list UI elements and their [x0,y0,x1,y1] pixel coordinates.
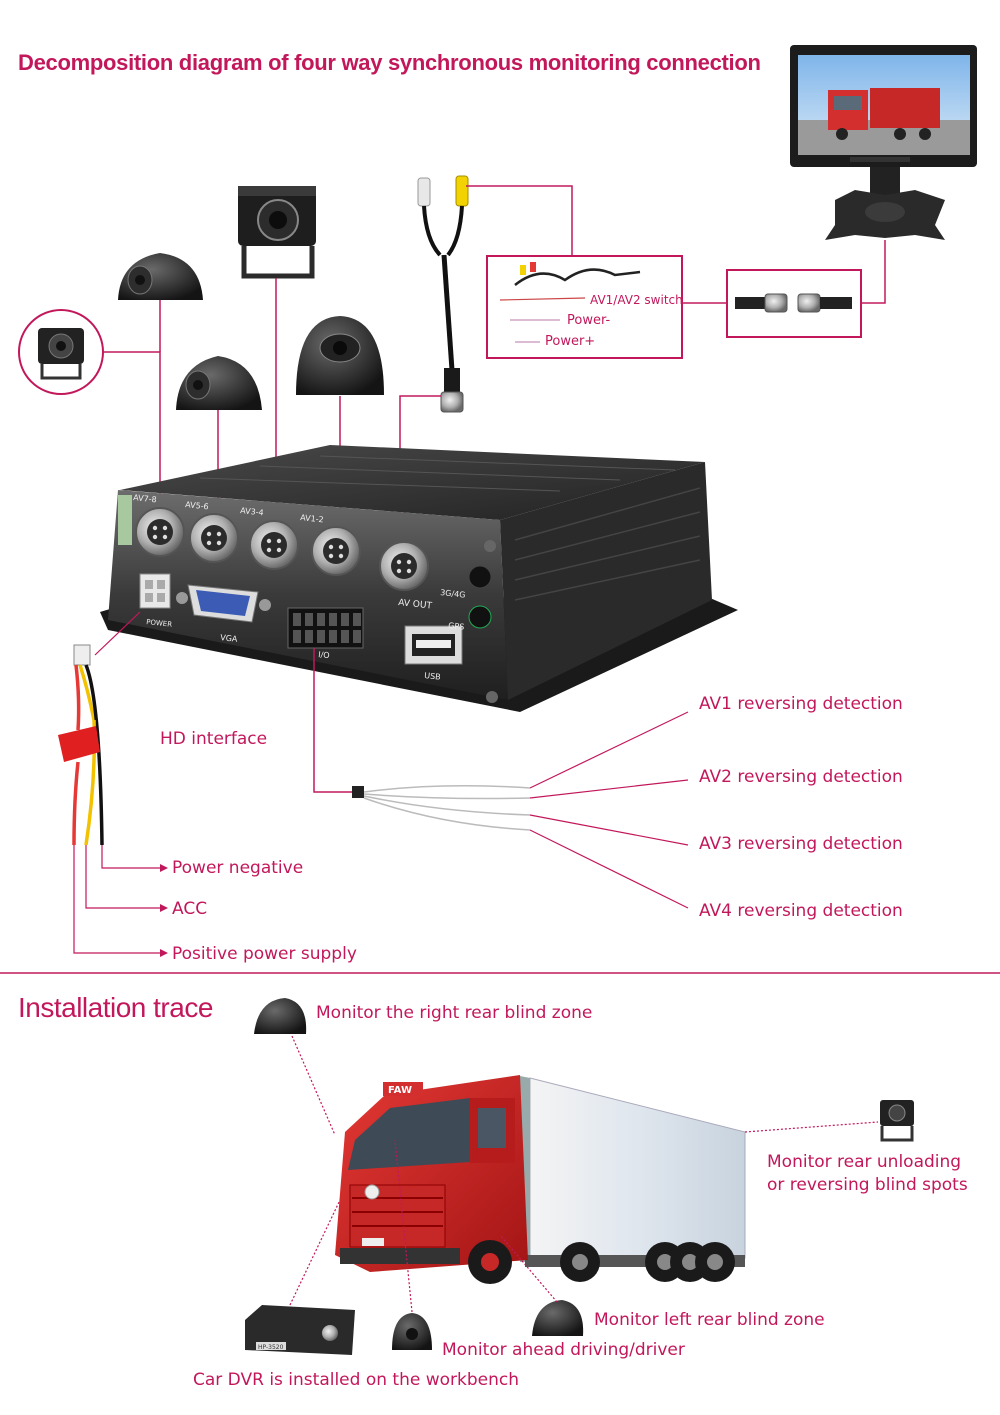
monitor-image [790,45,977,240]
port-label-usb: USB [424,671,441,682]
label-positive-power: Positive power supply [172,944,357,964]
driver-dome-camera-image [392,1313,432,1350]
mobile-dvr-image [100,445,738,712]
label-power-plus: Power+ [545,334,596,349]
label-car-dvr: Car DVR is installed on the workbench [193,1370,520,1390]
label-av4-reversing: AV4 reversing detection [699,901,903,921]
label-av3-reversing: AV3 reversing detection [699,834,903,854]
label-rear-unloading-1: Monitor rear unloading [767,1152,962,1172]
mini-dvr-model: HP-3520 [258,1344,284,1351]
label-right-rear-blind-zone: Monitor the right rear blind zone [316,1003,593,1023]
section-title-decomposition: Decomposition diagram of four way synchr… [18,50,761,75]
section-title-installation: Installation trace [18,992,213,1023]
mini-dvr-image [245,1305,355,1355]
rear-camera-large-image [238,186,316,279]
av-switch-cable-image [499,262,641,343]
truck-image [335,1075,746,1284]
port-label-io: I/O [318,650,330,660]
port-label-av56: AV5-6 [185,500,209,511]
side-camera-2-image [176,356,262,410]
label-power-negative: Power negative [172,858,304,878]
port-label-av34: AV3-4 [240,506,264,517]
port-label-gps: GPS [448,621,465,632]
label-power-minus: Power- [567,313,611,328]
label-av2-reversing: AV2 reversing detection [699,767,903,787]
rca-cable-image [417,175,469,413]
label-rear-unloading-2: or reversing blind spots [767,1175,968,1195]
port-label-avout: AV OUT [398,598,433,612]
left-rear-camera-image [532,1300,584,1336]
port-label-3g4g: 3G/4G [440,588,466,600]
rear-camera-small-image [38,328,84,380]
label-left-rear-blind-zone: Monitor left rear blind zone [594,1310,825,1330]
power-harness-image [58,644,104,846]
label-acc: ACC [172,899,208,919]
reversing-wires [363,785,531,831]
label-av1-reversing: AV1 reversing detection [699,694,903,714]
port-label-av12: AV1-2 [300,513,324,524]
rear-unloading-camera-image [880,1100,914,1142]
av-switch-cable-box [486,255,683,359]
right-rear-camera-image [254,998,307,1034]
truck-brand-label: FAW [388,1085,412,1096]
io-plug [352,786,364,798]
power-connector-image [735,293,852,313]
label-ahead-driving: Monitor ahead driving/driver [442,1340,685,1360]
port-label-power: POWER [146,618,173,629]
port-label-av78: AV7-8 [133,493,157,504]
label-av-switch: AV1/AV2 switch [590,293,683,307]
port-label-vga: VGA [220,633,239,644]
side-camera-1-image [118,253,203,300]
label-hd-interface: HD interface [160,729,268,749]
dome-camera-image [296,316,384,395]
